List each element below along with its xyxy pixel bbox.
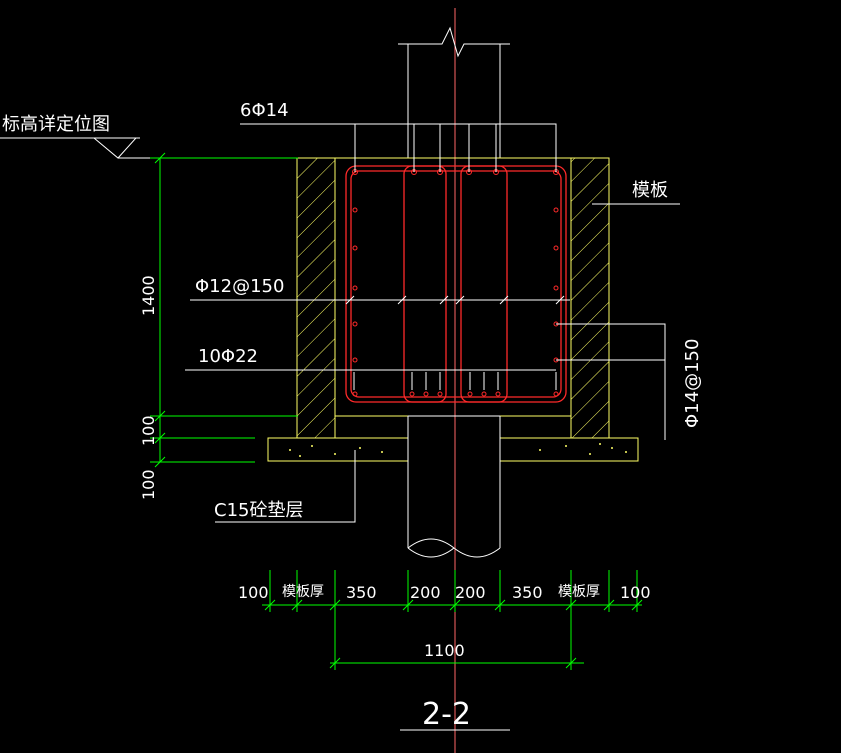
- dim-width-200-right: 200: [455, 583, 486, 602]
- dim-formwork-right: 模板厚: [558, 584, 600, 600]
- rebar-cage: [345, 165, 567, 403]
- pile: [407, 415, 501, 558]
- dim-height-100-b: 100: [139, 469, 158, 500]
- column-stub: [398, 26, 510, 158]
- vertical-dimension-lines: [150, 152, 298, 468]
- blinding-layer: [267, 437, 639, 462]
- formwork-left: [296, 157, 336, 439]
- top-bars-label: 6Φ14: [240, 100, 289, 121]
- side-bars-label: Φ14@150: [682, 339, 703, 428]
- leaders: [0, 123, 680, 731]
- formwork-right: [570, 157, 610, 439]
- elevation-note-label: 标高详定位图: [2, 114, 110, 135]
- blinding-speckle: [289, 443, 627, 457]
- dim-formwork-left: 模板厚: [282, 584, 324, 600]
- dim-total-1100: 1100: [424, 641, 465, 660]
- dim-width-100-left: 100: [238, 583, 269, 602]
- bottom-bars-label: 10Φ22: [198, 346, 258, 367]
- blinding-label: C15砼垫层: [214, 500, 303, 521]
- horizontal-dimension-lines: [262, 570, 643, 670]
- footing-outline: [335, 157, 571, 417]
- dim-height-1400: 1400: [139, 275, 158, 316]
- formwork-label: 模板: [632, 180, 668, 201]
- dim-width-200-left: 200: [410, 583, 441, 602]
- section-title: 2-2: [422, 697, 471, 732]
- dim-width-350-right: 350: [512, 583, 543, 602]
- dim-height-100-a: 100: [139, 415, 158, 446]
- stirrup-marks: [345, 295, 565, 305]
- dim-width-350-left: 350: [346, 583, 377, 602]
- bottom-bar-ticks: [353, 372, 557, 390]
- dim-width-100-right: 100: [620, 583, 651, 602]
- stirrups-label: Φ12@150: [195, 276, 284, 297]
